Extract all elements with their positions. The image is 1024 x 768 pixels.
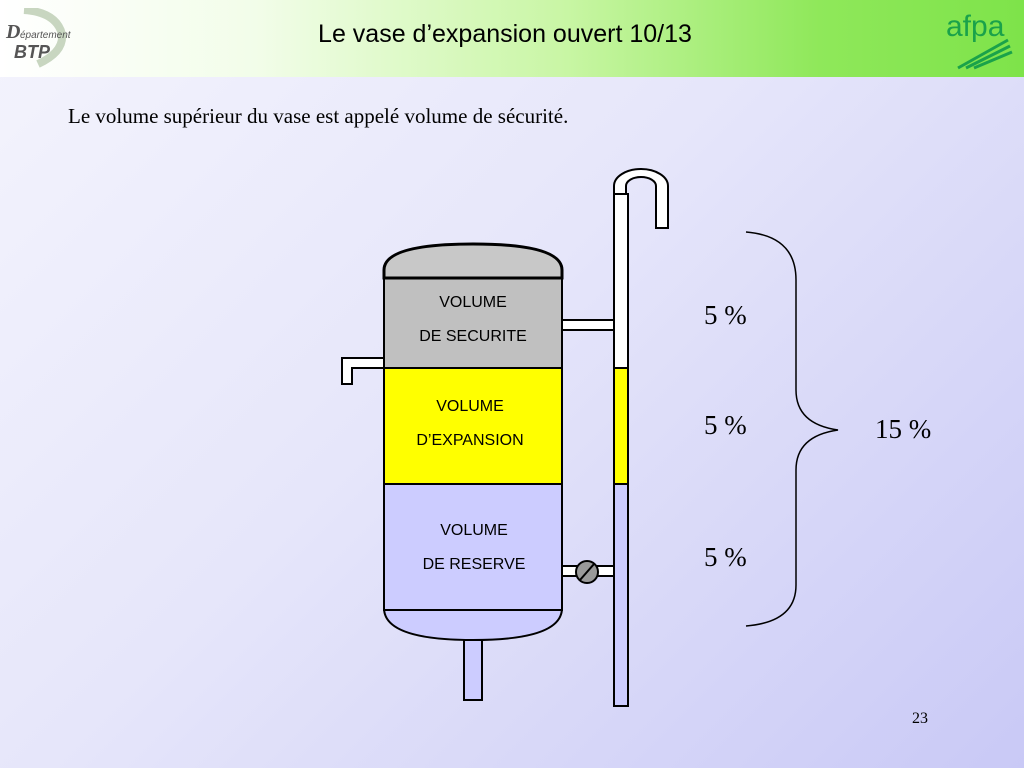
svg-text:D: D bbox=[5, 21, 20, 43]
label-securite-line2: DE SECURITE bbox=[419, 328, 527, 345]
section-reserve bbox=[383, 483, 563, 611]
standpipe-upper bbox=[613, 193, 629, 369]
afpa-logo: afpa bbox=[946, 10, 1013, 70]
slide-subtitle: Le volume supérieur du vase est appelé v… bbox=[68, 104, 569, 128]
standpipe-reserve bbox=[613, 483, 629, 707]
pct-total: 15 % bbox=[875, 414, 932, 444]
label-reserve-line2: DE RESERVE bbox=[422, 556, 526, 573]
vessel-top-dome bbox=[382, 242, 564, 280]
label-securite: VOLUME DE SECURITE bbox=[384, 286, 562, 354]
drain-pipe bbox=[463, 639, 483, 701]
pct-expansion: 5 % bbox=[704, 410, 747, 440]
svg-text:épartement: épartement bbox=[20, 30, 72, 41]
page-number: 23 bbox=[912, 710, 928, 727]
section-expansion bbox=[383, 367, 563, 485]
total-brace bbox=[745, 231, 839, 627]
pct-reserve: 5 % bbox=[704, 542, 747, 572]
pct-securite: 5 % bbox=[704, 300, 747, 330]
label-expansion-line2: D’EXPANSION bbox=[416, 432, 524, 449]
label-reserve: VOLUME DE RESERVE bbox=[384, 514, 564, 582]
vessel-bottom-dome bbox=[382, 607, 564, 642]
standpipe-expansion bbox=[613, 367, 629, 485]
upper-connector-pipe bbox=[561, 319, 615, 331]
label-expansion-line1: VOLUME bbox=[436, 398, 504, 415]
header-band bbox=[0, 0, 1024, 77]
svg-text:BTP: BTP bbox=[14, 42, 51, 62]
label-reserve-line1: VOLUME bbox=[440, 522, 508, 539]
departement-btp-logo: D épartement BTP bbox=[5, 8, 72, 68]
overflow-pipe bbox=[341, 357, 385, 385]
svg-text:afpa: afpa bbox=[946, 10, 1005, 43]
slide-title: Le vase d’expansion ouvert 10/13 bbox=[318, 20, 692, 48]
label-securite-line1: VOLUME bbox=[439, 294, 507, 311]
label-expansion: VOLUME D’EXPANSION bbox=[384, 390, 556, 458]
vent-hook bbox=[613, 168, 669, 229]
